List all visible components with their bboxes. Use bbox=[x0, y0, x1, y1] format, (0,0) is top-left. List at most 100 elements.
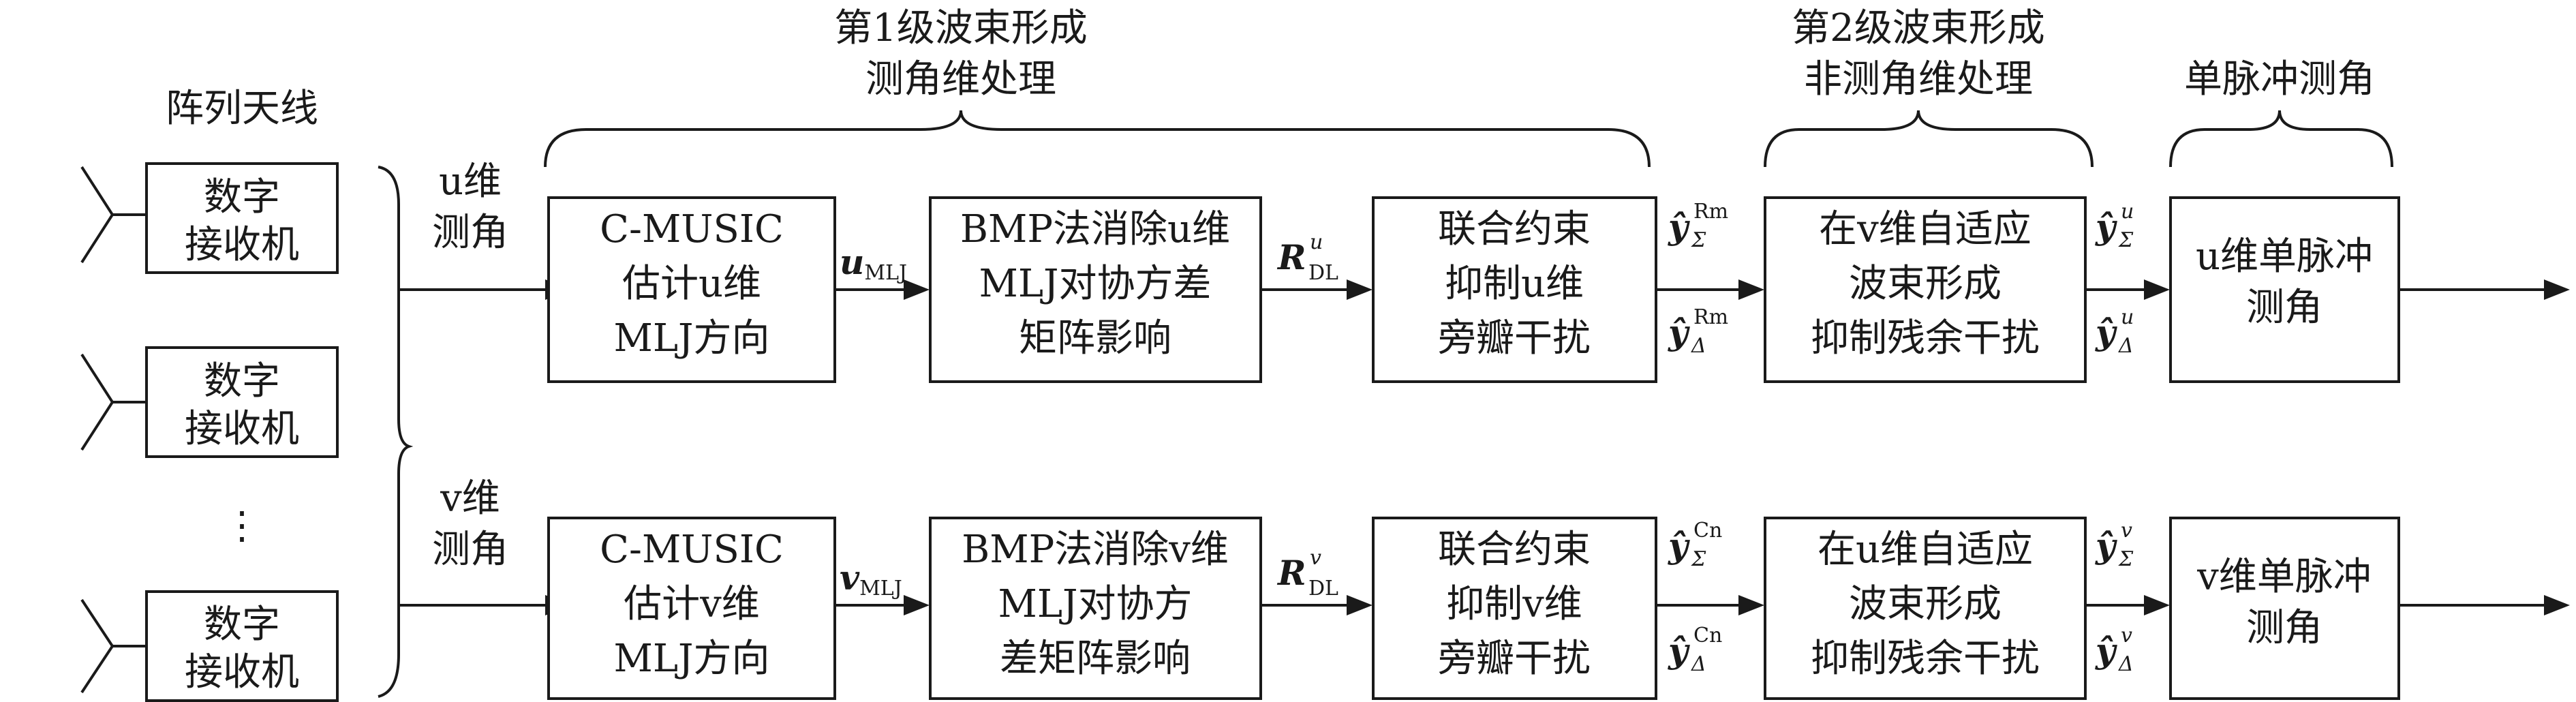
bottom-bmp-line3: 差矩阵影响 bbox=[1000, 637, 1191, 681]
antenna-element-3 bbox=[80, 598, 147, 694]
signal-r-dl-v-sub: DL bbox=[1308, 577, 1338, 600]
signal-y-delta-u-sub: Δ bbox=[2118, 334, 2134, 358]
branch-u-line2: 测角 bbox=[432, 211, 508, 255]
top-joint-line3: 旁瓣干扰 bbox=[1438, 316, 1591, 361]
top-cmusic-line1: C-MUSIC bbox=[600, 207, 784, 251]
top-cmusic-box bbox=[547, 196, 836, 383]
receiver-box-1 bbox=[145, 162, 339, 274]
receiver-3-line1: 数字 bbox=[204, 602, 280, 647]
array-antenna-title: 阵列天线 bbox=[166, 87, 318, 131]
signal-y-delta-rm-sub: Δ bbox=[1691, 334, 1706, 358]
top-adaptive-line1: 在v维自适应 bbox=[1819, 207, 2031, 251]
signal-y-sigma-rm-sub: Σ bbox=[1691, 228, 1706, 252]
signal-y-delta-v-base: ŷ bbox=[2095, 630, 2117, 671]
bottom-arrow-head-1 bbox=[904, 595, 930, 615]
bottom-joint-line2: 抑制v维 bbox=[1446, 582, 1582, 626]
top-adaptive-line3: 抑制残余干扰 bbox=[1811, 316, 2040, 361]
stage2-brace bbox=[1764, 110, 2094, 168]
top-arrow-head-4 bbox=[2144, 279, 2170, 300]
bottom-cmusic-line1: C-MUSIC bbox=[600, 528, 784, 572]
signal-y-sigma-v-sup: v bbox=[2121, 519, 2132, 543]
top-joint-line2: 抑制u维 bbox=[1445, 262, 1584, 306]
signal-y-sigma-v-base: ŷ bbox=[2095, 525, 2117, 566]
bottom-joint-line1: 联合约束 bbox=[1438, 528, 1591, 572]
signal-y-sigma-cn-sup: Cn bbox=[1693, 519, 1722, 543]
bottom-arrow-head-4 bbox=[2144, 595, 2170, 615]
receivers-bracket bbox=[378, 166, 414, 698]
monopulse-title: 单脉冲测角 bbox=[2184, 57, 2375, 102]
branch-v-line2: 测角 bbox=[432, 528, 508, 572]
signal-r-dl-u-sub: DL bbox=[1308, 261, 1338, 285]
bottom-bmp-line2: MLJ对协方 bbox=[998, 582, 1193, 626]
bottom-cmusic-box bbox=[547, 517, 836, 700]
signal-y-sigma-u-sub: Σ bbox=[2118, 228, 2134, 252]
branch-v-line1: v维 bbox=[440, 476, 500, 521]
bottom-output-arrow-head bbox=[2544, 595, 2570, 615]
bottom-cmusic-line3: MLJ方向 bbox=[614, 637, 770, 681]
bottom-adaptive-line1: 在u维自适应 bbox=[1818, 528, 2033, 572]
receiver-3-line2: 接收机 bbox=[185, 650, 299, 695]
bottom-joint-box bbox=[1372, 517, 1657, 700]
signal-y-delta-u-base: ŷ bbox=[2095, 312, 2117, 352]
signal-y-sigma-cn-base: ŷ bbox=[1668, 525, 1690, 566]
stage1-brace bbox=[544, 110, 1651, 168]
bottom-cmusic-line2: 估计v维 bbox=[624, 582, 760, 626]
bottom-bmp-line1: BMP法消除v维 bbox=[962, 528, 1229, 572]
top-bmp-box bbox=[929, 196, 1262, 383]
stage2-title-line2: 非测角维处理 bbox=[1804, 57, 2033, 102]
top-monopulse-line1: u维单脉冲 bbox=[2196, 234, 2373, 279]
signal-y-delta-rm-base: ŷ bbox=[1668, 312, 1690, 352]
bottom-monopulse-line2: 测角 bbox=[2246, 606, 2322, 650]
signal-y-sigma-v-sub: Σ bbox=[2118, 547, 2134, 571]
top-joint-box bbox=[1372, 196, 1657, 383]
signal-u-mlj: uMLJ bbox=[840, 242, 907, 285]
bottom-monopulse-box bbox=[2169, 517, 2400, 700]
top-output-arrow-head bbox=[2544, 279, 2570, 300]
antenna-element-1 bbox=[80, 166, 147, 264]
signal-r-dl-u-sup: u bbox=[1310, 230, 1323, 254]
top-cmusic-line2: 估计u维 bbox=[622, 262, 761, 306]
bottom-arrow-head-3 bbox=[1738, 595, 1764, 615]
signal-y-delta-v-sup: v bbox=[2121, 624, 2132, 647]
branch-u-line1: u维 bbox=[439, 159, 502, 204]
receiver-ellipsis: ⋮ bbox=[223, 504, 261, 548]
signal-y-delta-cn-sub: Δ bbox=[1691, 652, 1706, 676]
signal-y-delta-rm-sup: Rm bbox=[1693, 305, 1728, 329]
signal-y-sigma-u-sup: u bbox=[2121, 200, 2134, 224]
receiver-box-2 bbox=[145, 346, 339, 458]
top-bmp-line3: 矩阵影响 bbox=[1019, 316, 1171, 361]
top-arrow-head-2 bbox=[1347, 279, 1373, 300]
bottom-bmp-box bbox=[929, 517, 1262, 700]
signal-r-dl-v-base: R bbox=[1276, 553, 1306, 593]
bottom-arrow-head-2 bbox=[1347, 595, 1373, 615]
bottom-joint-line3: 旁瓣干扰 bbox=[1438, 637, 1591, 681]
signal-y-delta-cn-sup: Cn bbox=[1693, 624, 1722, 647]
signal-y-sigma-rm-sup: Rm bbox=[1693, 200, 1728, 224]
signal-y-sigma-u-base: ŷ bbox=[2095, 207, 2117, 247]
bottom-adaptive-line3: 抑制残余干扰 bbox=[1811, 637, 2040, 681]
bottom-monopulse-line1: v维单脉冲 bbox=[2196, 555, 2372, 599]
top-adaptive-line2: 波束形成 bbox=[1849, 262, 2002, 306]
monopulse-brace bbox=[2169, 110, 2393, 168]
top-joint-line1: 联合约束 bbox=[1438, 207, 1591, 251]
bottom-adaptive-box bbox=[1764, 517, 2087, 700]
signal-r-dl-v-sup: v bbox=[1310, 546, 1321, 570]
top-arrow-head-3 bbox=[1738, 279, 1764, 300]
receiver-1-line1: 数字 bbox=[204, 175, 280, 219]
signal-y-sigma-cn-sub: Σ bbox=[1691, 547, 1706, 571]
stage2-title-line1: 第2级波束形成 bbox=[1792, 6, 2045, 50]
bottom-adaptive-line2: 波束形成 bbox=[1849, 582, 2002, 626]
signal-y-delta-v-sub: Δ bbox=[2118, 652, 2134, 676]
signal-v-mlj: vMLJ bbox=[840, 558, 902, 600]
antenna-element-2 bbox=[80, 353, 147, 451]
signal-y-sigma-rm-base: ŷ bbox=[1668, 207, 1690, 247]
signal-r-dl-u-base: R bbox=[1276, 237, 1306, 277]
receiver-box-3 bbox=[145, 590, 339, 702]
stage1-title-line1: 第1级波束形成 bbox=[834, 6, 1088, 50]
top-arrow-head-1 bbox=[904, 279, 930, 300]
receiver-1-line2: 接收机 bbox=[185, 223, 299, 267]
top-monopulse-line2: 测角 bbox=[2246, 286, 2322, 330]
stage1-title-line2: 测角维处理 bbox=[865, 57, 1056, 102]
top-cmusic-line3: MLJ方向 bbox=[614, 316, 770, 361]
